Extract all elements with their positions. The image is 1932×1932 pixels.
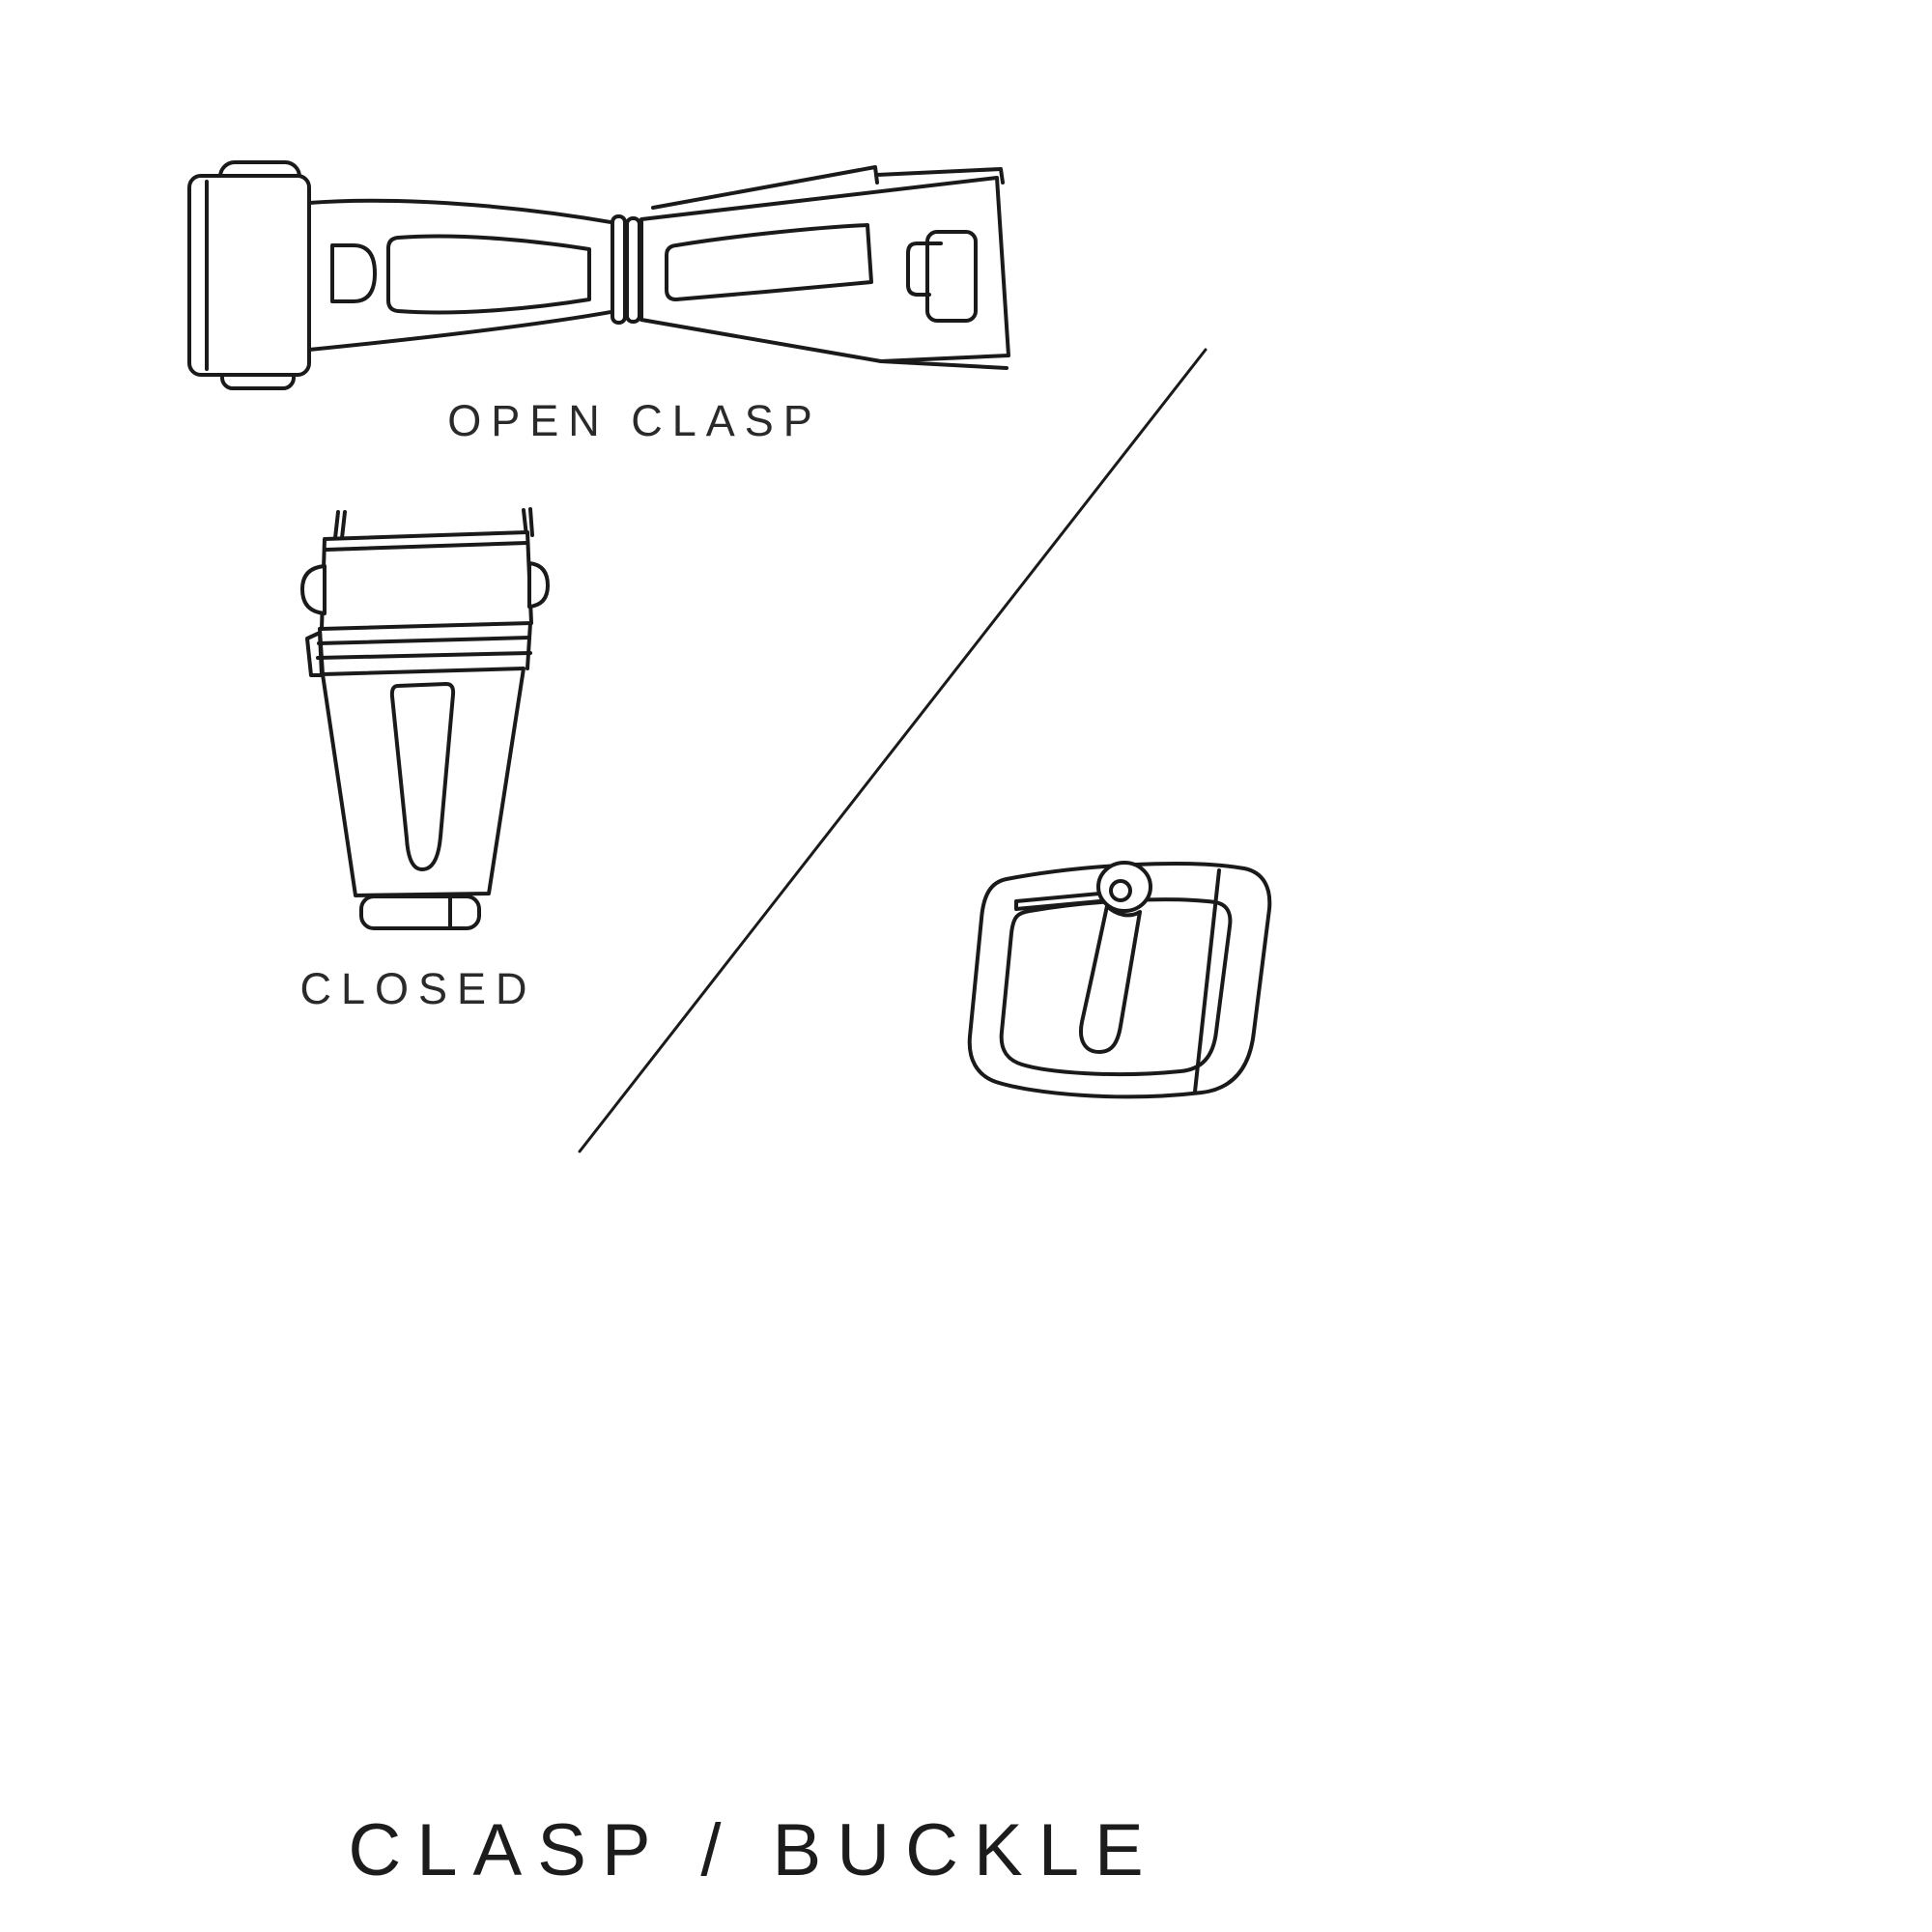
diagonal-divider	[578, 348, 1208, 1153]
closed-clasp-icon	[300, 507, 550, 930]
open-clasp-icon	[187, 160, 1010, 390]
page-title: CLASP / BUCKLE	[348, 1809, 1159, 1891]
closed-clasp-label: CLOSED	[299, 964, 537, 1013]
tang-buckle-icon	[967, 861, 1272, 1099]
open-clasp-label: OPEN CLASP	[447, 396, 822, 445]
